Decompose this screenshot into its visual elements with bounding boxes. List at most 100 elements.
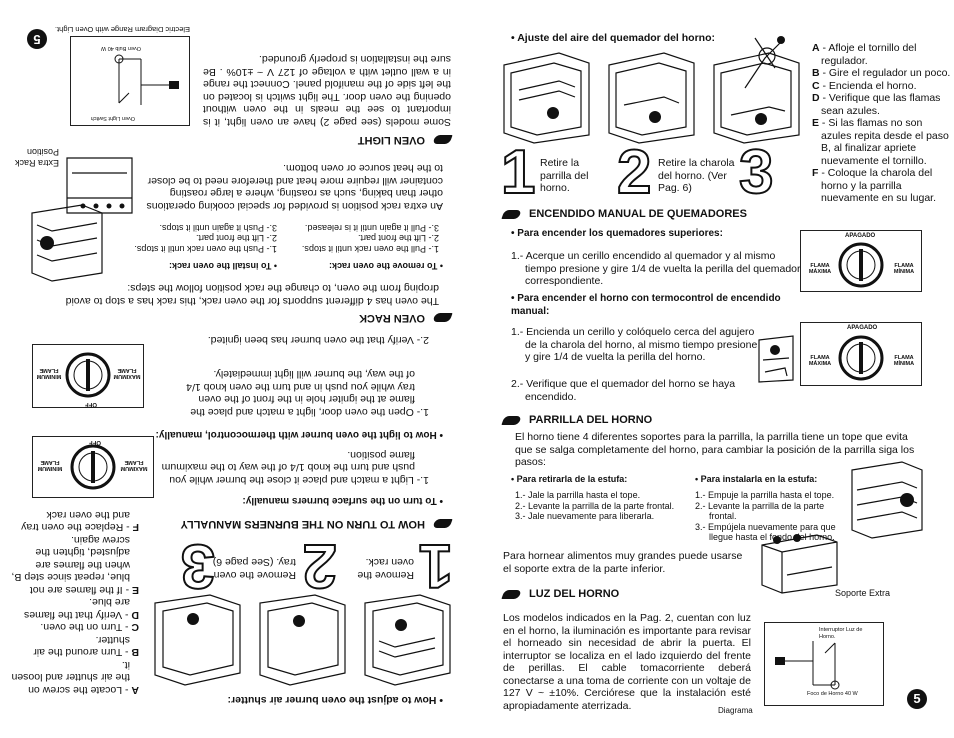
rack-remove-step: 3.- Pull it again until it is released. bbox=[304, 223, 439, 233]
step-number-1-en: 1 bbox=[418, 530, 454, 601]
oven-knob-icon bbox=[838, 242, 884, 288]
rack-install-step: 2.- Levante la parrilla de la parte fron… bbox=[695, 500, 825, 522]
rack-install-subtitle: • Para instalarla en la estufa: bbox=[695, 474, 818, 484]
legend-b: B - Gire el regulador un poco. bbox=[812, 67, 951, 79]
air-adjust-title: • Ajuste del aire del quemador del horno… bbox=[511, 32, 715, 44]
wiring-diagram-icon bbox=[114, 54, 179, 105]
rack-install-step: 1.- Push the oven rack until it stops. bbox=[134, 244, 277, 254]
oven-light-heading-en: OVEN LIGHT bbox=[358, 134, 451, 146]
legend-d: D - Verifique que las flamas sean azules… bbox=[812, 92, 941, 117]
rack-remove-steps: 1.- Jale la parrilla hasta el tope. 2.- … bbox=[515, 490, 695, 522]
wiring-diagram-en: Oven Light Switch Oven Bulb 40 W bbox=[70, 36, 190, 126]
legend-c-en: C - Turn on the oven. bbox=[40, 621, 139, 634]
rack-remove-subtitle: • Para retirarla de la estufa: bbox=[511, 474, 628, 484]
air-adjust-illustrations-en bbox=[135, 593, 455, 693]
step-number-3-en: 3 bbox=[180, 530, 216, 601]
oven-thermo-subtitle: • How to light the oven burner with ther… bbox=[155, 429, 443, 440]
oven-light-title: LUZ DEL HORNO bbox=[529, 588, 620, 600]
rack-remove-step: 3.- Jale nuevamente para liberarla. bbox=[515, 511, 655, 521]
rack-install-step: 1.- Empuje la parrilla hasta el tope. bbox=[695, 490, 835, 500]
air-adjust-illustrations bbox=[499, 45, 819, 145]
step-number-2: 2 bbox=[616, 138, 653, 207]
manual-ignition-heading: ENCENDIDO MANUAL DE QUEMADORES bbox=[503, 208, 747, 220]
rack-remove-step: 1.- Jale la parrilla hasta el tope. bbox=[515, 490, 641, 500]
rack-remove-step: 2.- Levante la parrilla de la parte fron… bbox=[515, 500, 675, 511]
rack-remove-steps-en: 1.- Pull the oven rack until it stops. 2… bbox=[259, 223, 439, 254]
legend-e-en: E - If the flames are not blue, repeat s… bbox=[11, 534, 140, 596]
knob2-max-label: FLAMA MÁXIMA bbox=[808, 355, 832, 367]
legend-f: F - Coloque la charola del horno y la pa… bbox=[812, 167, 936, 204]
english-page-rotated: • How to adjust the oven burner air shut… bbox=[0, 0, 477, 738]
knob-max-label-en: MAXIMUM FLAME bbox=[120, 459, 148, 471]
oven-rack-intro-en: The oven has 4 different supports for th… bbox=[65, 282, 439, 308]
step-number-1: 1 bbox=[500, 138, 537, 207]
diagram-caption: Diagrama bbox=[718, 706, 753, 715]
rack-remove-step: 1.- Pull the oven rack until it stops. bbox=[301, 244, 439, 254]
extra-support-text: Para hornear alimentos muy grandes puede… bbox=[503, 550, 743, 575]
air-adjust-title-en: • How to adjust the oven burner air shut… bbox=[227, 694, 443, 706]
knob-off-label: APAGADO bbox=[845, 233, 876, 239]
step-1-text-en: Remove the oven rack. bbox=[357, 556, 414, 582]
rack-remove-subtitle-en: • To remove the oven rack: bbox=[328, 261, 443, 271]
flame-icon bbox=[431, 135, 451, 146]
knob-diagram-1: APAGADO FLAMA MÁXIMA FLAMA MÍNIMA bbox=[800, 230, 922, 292]
page-number-en: 5 bbox=[27, 29, 47, 49]
flame-icon bbox=[431, 313, 451, 324]
knob-min-label-en: MINIMUM FLAME bbox=[37, 459, 63, 471]
oven-thermo-step-1: 1.- Open the oven door, light a match an… bbox=[186, 368, 429, 419]
oven-rack-title: PARRILLA DEL HORNO bbox=[529, 414, 653, 426]
oven-light-title-en: OVEN LIGHT bbox=[357, 134, 425, 146]
extra-rack-text-en: An extra rack position is provided for s… bbox=[146, 162, 444, 213]
diagram-bulb-label-en: Oven Bulb 40 W bbox=[100, 45, 141, 51]
oven-knob-icon bbox=[838, 335, 884, 381]
surface-burners-step: 1.- Light a match and place it close the… bbox=[161, 449, 429, 486]
oven-light-heading: LUZ DEL HORNO bbox=[503, 588, 619, 600]
wiring-diagram: Interruptor Luz de Horno. Foco de Horno … bbox=[764, 622, 884, 706]
stove-illustration-en bbox=[62, 153, 137, 218]
rack-install-step: 2.- Lift the front part. bbox=[195, 233, 277, 244]
extra-support-label: Soporte Extra bbox=[835, 588, 891, 598]
oven-ignition-subtitle: • Para encender el horno con termocontro… bbox=[511, 293, 781, 317]
legend-e: E - Si las flamas no son azules repita d… bbox=[812, 117, 949, 167]
manual-ignition-title: ENCENDIDO MANUAL DE QUEMADORES bbox=[529, 208, 747, 220]
knob2-min-label-en: MINIMUM FLAME bbox=[36, 367, 62, 379]
rack-install-subtitle-en: • To install the oven rack: bbox=[168, 261, 277, 271]
spanish-page: • Ajuste del aire del quemador del horno… bbox=[477, 0, 954, 738]
step-number-2-en: 2 bbox=[302, 530, 338, 601]
legend-a: A - Afloje el tornillo del regulador. bbox=[812, 42, 917, 67]
knob2-min-label: FLAMA MÍNIMA bbox=[893, 355, 915, 367]
air-adjust-legend-en: A - Locate the screw on the air shutter … bbox=[11, 509, 140, 696]
oven-rack-intro: El horno tiene 4 diferentes soportes par… bbox=[515, 431, 915, 468]
rack-install-steps: 1.- Empuje la parrilla hasta el tope. 2.… bbox=[695, 490, 847, 543]
extra-rack-label-en: Extra Rack Position bbox=[14, 147, 59, 169]
shutter-detail-illustration bbox=[735, 28, 795, 98]
stove-illustration bbox=[757, 530, 842, 595]
knob-off-label-en: OFF bbox=[89, 439, 101, 445]
manual-ignition-title-en: HOW TO TURN ON THE BURNERS MANUALLY bbox=[180, 518, 425, 530]
oven-thermo-step-2: 2.- Verify that the oven burner has been… bbox=[207, 334, 429, 346]
diagram-switch-label: Interruptor Luz de Horno. bbox=[819, 627, 863, 640]
diagram-caption-en: Electric Diagram Range with Oven Light. bbox=[54, 25, 190, 34]
legend-f-en: F - Replace the oven tray and the oven r… bbox=[21, 509, 139, 534]
oven-lighting-illustration bbox=[757, 330, 797, 385]
oven-rack-heading-en: OVEN RACK bbox=[359, 312, 451, 324]
oven-light-text: Los modelos indicados en la Pag. 2, cuen… bbox=[503, 612, 751, 712]
upper-burners-step: 1.- Acerque un cerillo encendido al quem… bbox=[511, 250, 801, 287]
step-2-text: Retire la charola del horno. (Ver Pag. 6… bbox=[658, 157, 735, 194]
diagram-bulb-label: Foco de Horno 40 W bbox=[807, 691, 858, 697]
legend-d-en: D - Verify that the flames are blue. bbox=[24, 596, 139, 622]
rack-illustration bbox=[847, 460, 927, 540]
legend-a-en: A - Locate the screw on the air shutter … bbox=[11, 659, 140, 696]
flame-icon bbox=[503, 209, 523, 220]
legend-c: C - Encienda el horno. bbox=[812, 79, 917, 92]
oven-rack-title-en: OVEN RACK bbox=[358, 312, 425, 324]
rack-install-step: 3.- Empújela nuevamente para que llegue … bbox=[695, 521, 836, 543]
rack-install-steps-en: 1.- Push the oven rack until it stops. 2… bbox=[107, 223, 277, 254]
oven-rack-heading: PARRILLA DEL HORNO bbox=[503, 414, 652, 426]
knob-diagram-1-en: MAXIMUM FLAME MINIMUM FLAME OFF bbox=[32, 436, 154, 498]
diagram-switch-label-en: Oven Light Switch bbox=[90, 115, 135, 121]
flame-icon bbox=[431, 519, 451, 530]
upper-burners-subtitle: • Para encender los quemadores superiore… bbox=[511, 228, 723, 239]
flame-icon bbox=[503, 589, 523, 600]
air-adjust-legend: A - Afloje el tornillo del regulador. B … bbox=[812, 42, 952, 205]
